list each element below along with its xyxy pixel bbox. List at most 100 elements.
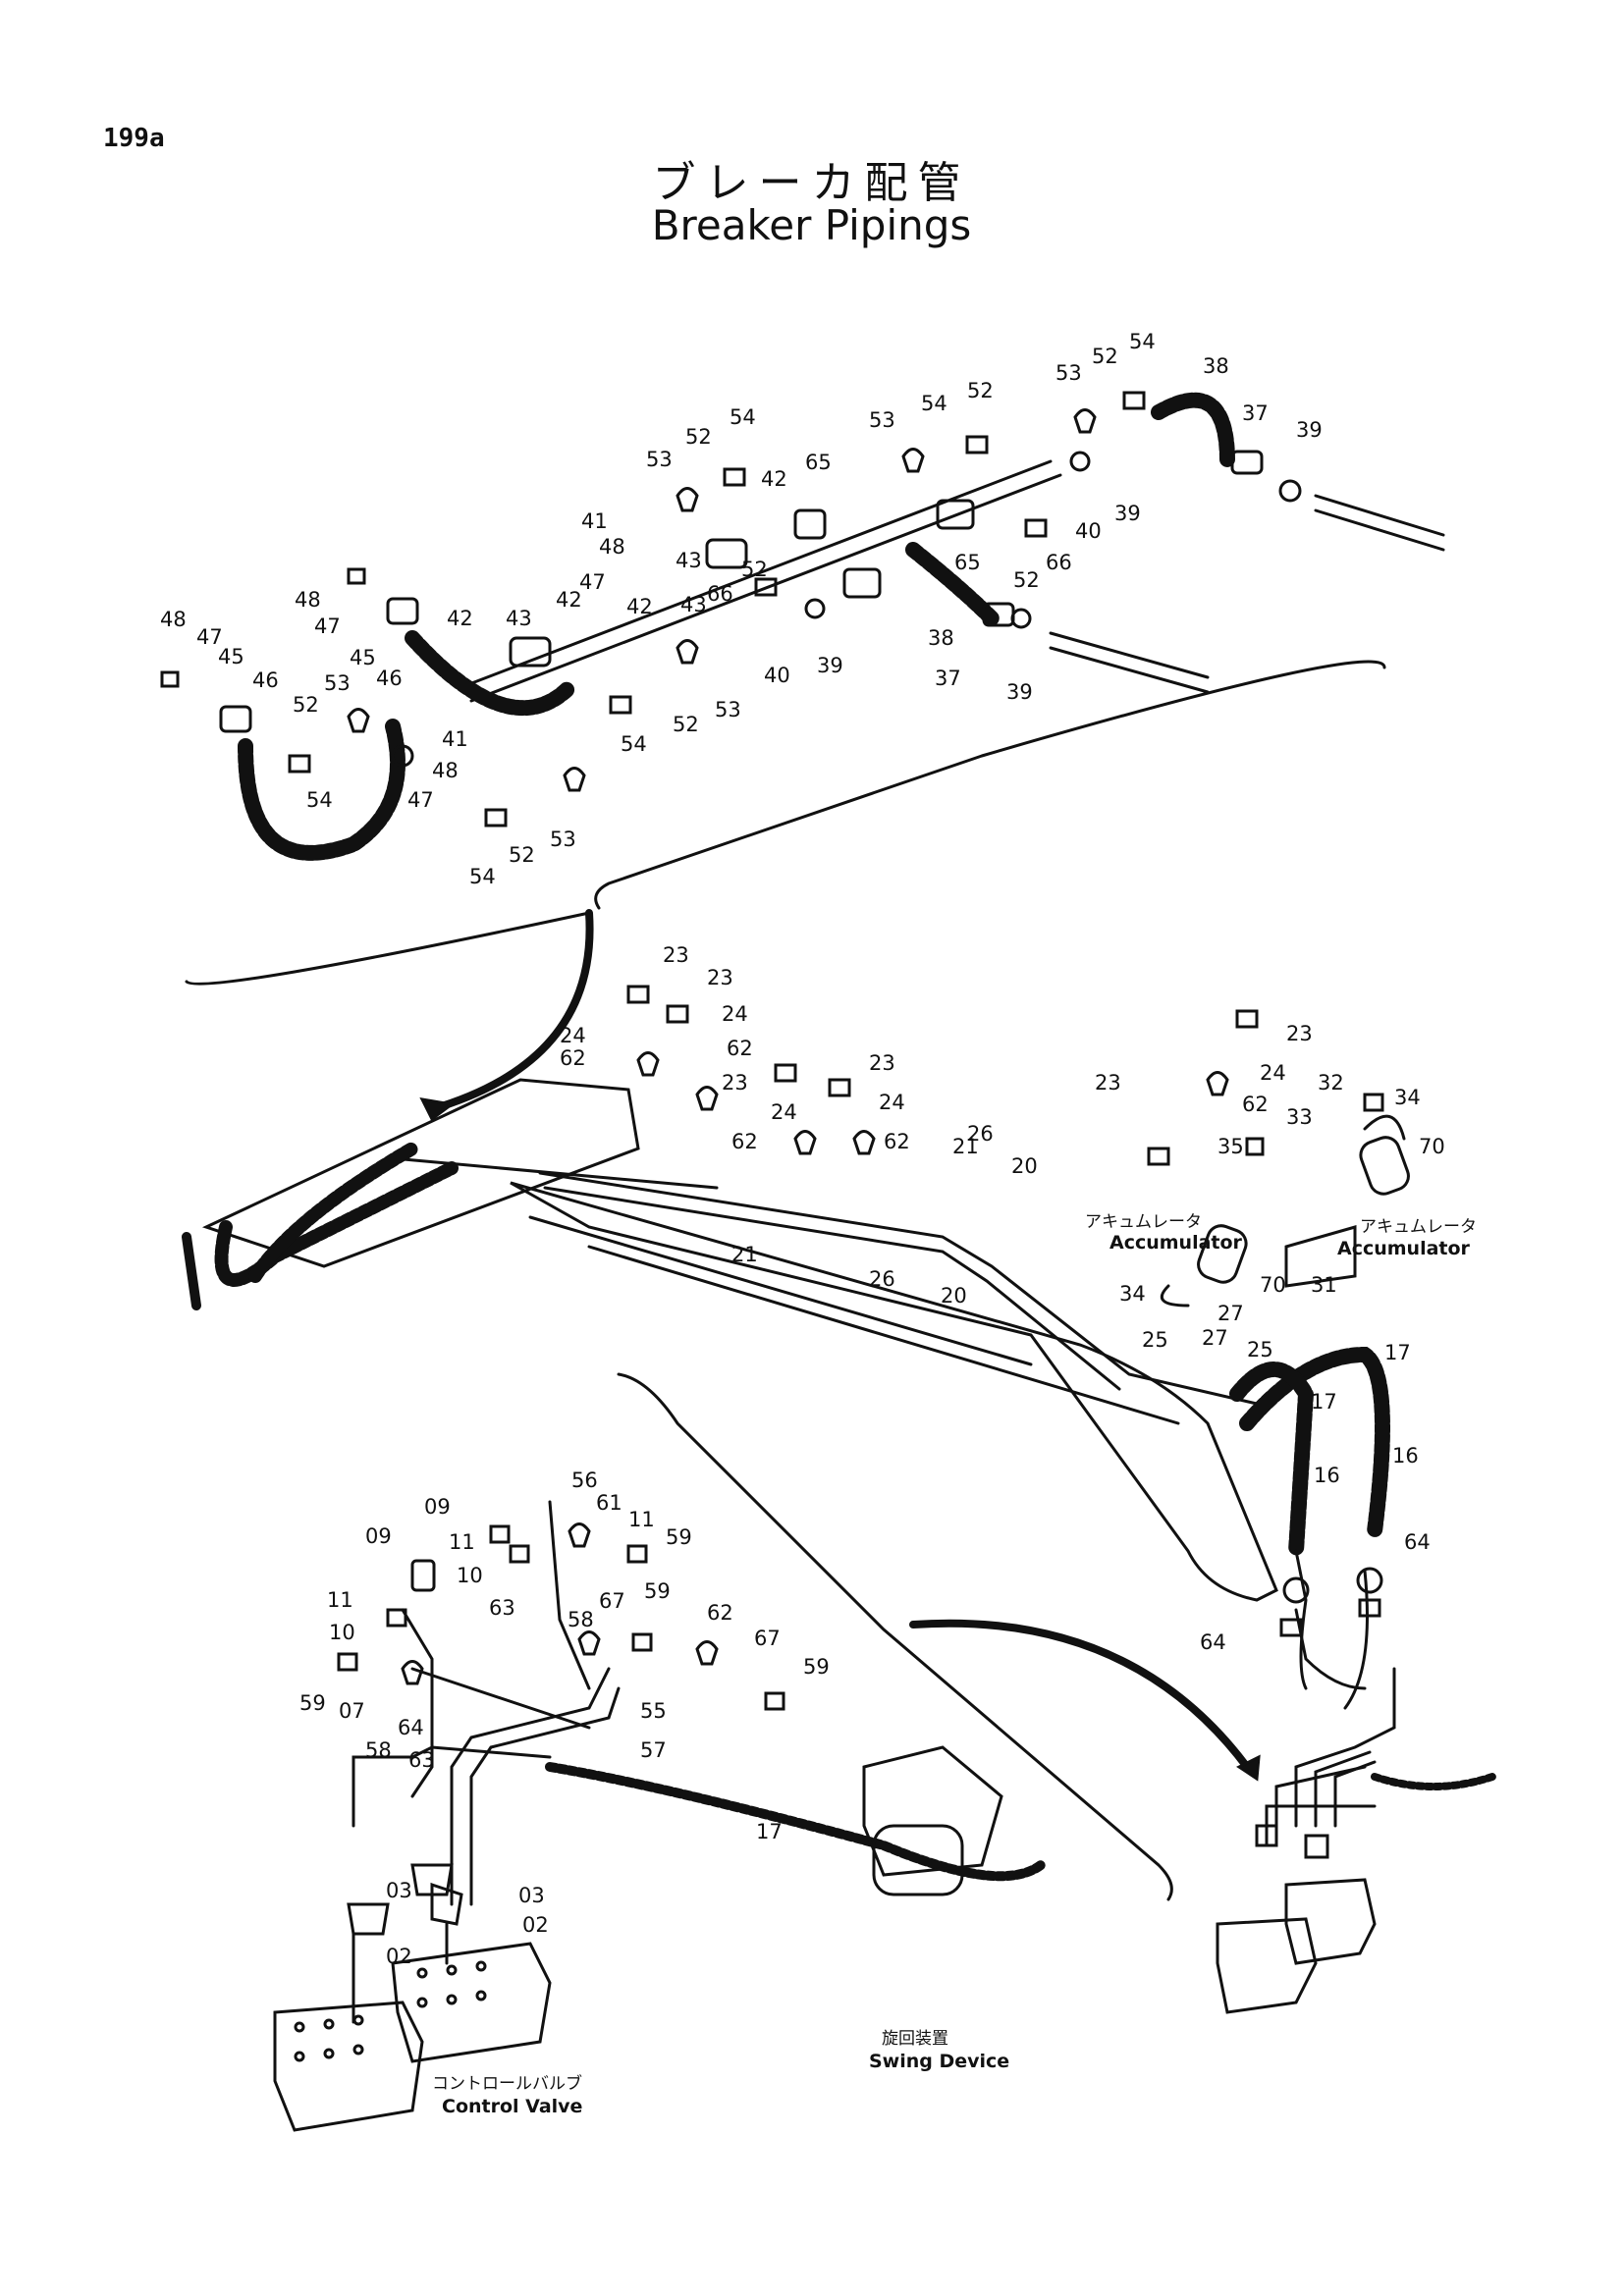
part-number-label: 43 — [506, 607, 532, 630]
part-number-label: 62 — [1242, 1093, 1269, 1116]
part-number-label: 24 — [771, 1100, 797, 1124]
part-number-label: 53 — [646, 448, 673, 471]
title-english: Breaker Pipings — [651, 201, 972, 249]
part-number-label: 17 — [756, 1820, 783, 1843]
part-number-label: 48 — [432, 759, 459, 782]
part-number-label: 20 — [941, 1284, 967, 1308]
part-number-label: 02 — [386, 1945, 412, 1968]
accumulator-caption-en-1: Accumulator — [1109, 1232, 1243, 1254]
part-number-label: 37 — [1242, 401, 1269, 425]
control-valve-detail-drawing — [1216, 1598, 1496, 2014]
part-number-label: 31 — [1311, 1273, 1337, 1297]
part-number-label: 03 — [386, 1879, 412, 1902]
part-number-label: 24 — [560, 1024, 586, 1047]
part-number-label: 41 — [442, 727, 468, 751]
part-number-label: 25 — [1247, 1338, 1273, 1362]
part-number-label: 56 — [571, 1468, 598, 1492]
part-number-label: 52 — [741, 558, 768, 581]
part-number-label: 70 — [1419, 1135, 1445, 1158]
part-number-label: 64 — [1200, 1630, 1226, 1654]
part-number-label: 45 — [350, 646, 376, 669]
part-number-label: 47 — [579, 570, 606, 594]
part-number-label: 59 — [299, 1691, 326, 1715]
part-number-label: 48 — [160, 608, 187, 631]
upper-assembly-drawing — [160, 391, 1445, 986]
part-number-label: 58 — [568, 1608, 594, 1631]
part-number-label: 70 — [1260, 1273, 1286, 1297]
part-number-label: 53 — [1055, 361, 1082, 385]
part-number-label: 26 — [967, 1122, 994, 1146]
part-number-label: 62 — [560, 1046, 586, 1070]
part-number-label: 24 — [722, 1002, 748, 1026]
swing-device-caption-jp: 旋回装置 — [882, 2029, 948, 2049]
part-number-label: 23 — [869, 1051, 895, 1075]
part-number-label: 42 — [626, 595, 653, 618]
part-number-label: 10 — [329, 1621, 355, 1644]
title-japanese: ブレーカ配管 — [652, 158, 971, 208]
connector-arrow-upper — [428, 909, 594, 1113]
control-valve-caption-en: Control Valve — [442, 2096, 582, 2117]
middle-part-labels: 23 23 24 24 23 62 62 23 23 24 24 32 34 2… — [560, 943, 1445, 1654]
part-number-label: 66 — [1046, 551, 1072, 574]
part-number-label: 53 — [324, 671, 351, 695]
accumulator-caption-jp-2: アキュムレータ — [1360, 1217, 1477, 1237]
part-number-label: 53 — [715, 698, 741, 721]
part-number-label: 26 — [869, 1267, 895, 1291]
part-number-label: 07 — [339, 1699, 365, 1723]
page-number: 199a — [103, 124, 165, 153]
part-number-label: 57 — [640, 1738, 667, 1762]
part-number-label: 59 — [644, 1579, 671, 1603]
part-number-label: 61 — [596, 1491, 622, 1515]
part-number-label: 62 — [884, 1130, 910, 1153]
part-number-label: 38 — [928, 626, 954, 650]
part-number-label: 63 — [408, 1748, 435, 1772]
part-number-label: 35 — [1217, 1135, 1244, 1158]
part-number-label: 54 — [1129, 330, 1156, 353]
part-number-label: 03 — [518, 1884, 545, 1907]
part-number-label: 23 — [1286, 1022, 1313, 1045]
part-number-label: 27 — [1217, 1302, 1244, 1325]
part-number-label: 66 — [707, 582, 733, 606]
part-number-label: 43 — [680, 593, 707, 616]
part-number-label: 09 — [365, 1524, 392, 1548]
part-number-label: 48 — [599, 535, 625, 559]
part-number-label: 53 — [869, 408, 895, 432]
part-number-label: 64 — [398, 1716, 424, 1739]
part-number-label: 32 — [1318, 1071, 1344, 1095]
part-number-label: 54 — [921, 392, 947, 415]
part-number-label: 11 — [327, 1588, 353, 1612]
part-number-label: 33 — [1286, 1105, 1313, 1129]
part-number-label: 47 — [314, 614, 341, 638]
part-number-label: 02 — [522, 1913, 549, 1937]
part-number-label: 21 — [731, 1243, 758, 1266]
part-number-label: 23 — [1095, 1071, 1121, 1095]
part-number-label: 40 — [764, 664, 790, 687]
part-number-label: 52 — [509, 843, 535, 867]
part-number-label: 52 — [293, 693, 319, 717]
lower-part-labels: 56 09 61 11 09 11 59 10 11 67 59 63 10 5… — [299, 1468, 830, 1968]
part-number-label: 39 — [1296, 418, 1323, 442]
part-number-label: 17 — [1311, 1390, 1337, 1414]
part-number-label: 27 — [1202, 1326, 1228, 1350]
part-number-label: 47 — [196, 625, 223, 649]
part-number-label: 59 — [666, 1525, 692, 1549]
part-number-label: 25 — [1142, 1328, 1168, 1352]
accumulator-caption-jp-1: アキュムレータ — [1085, 1212, 1202, 1232]
part-number-label: 45 — [218, 645, 244, 668]
part-number-label: 43 — [676, 549, 702, 572]
part-number-label: 23 — [663, 943, 689, 967]
part-number-label: 16 — [1314, 1464, 1340, 1487]
boom-assembly-drawing — [182, 985, 1410, 1710]
swing-device-caption-en: Swing Device — [869, 2051, 1009, 2072]
part-number-label: 24 — [1260, 1061, 1286, 1085]
part-number-label: 48 — [295, 588, 321, 612]
part-number-label: 11 — [628, 1508, 655, 1531]
part-number-label: 62 — [727, 1037, 753, 1060]
part-number-label: 39 — [1114, 502, 1141, 525]
part-number-label: 20 — [1011, 1154, 1038, 1178]
part-number-label: 52 — [1092, 345, 1118, 368]
part-number-label: 64 — [1404, 1530, 1431, 1554]
part-number-label: 37 — [935, 667, 961, 690]
part-number-label: 54 — [621, 732, 647, 756]
